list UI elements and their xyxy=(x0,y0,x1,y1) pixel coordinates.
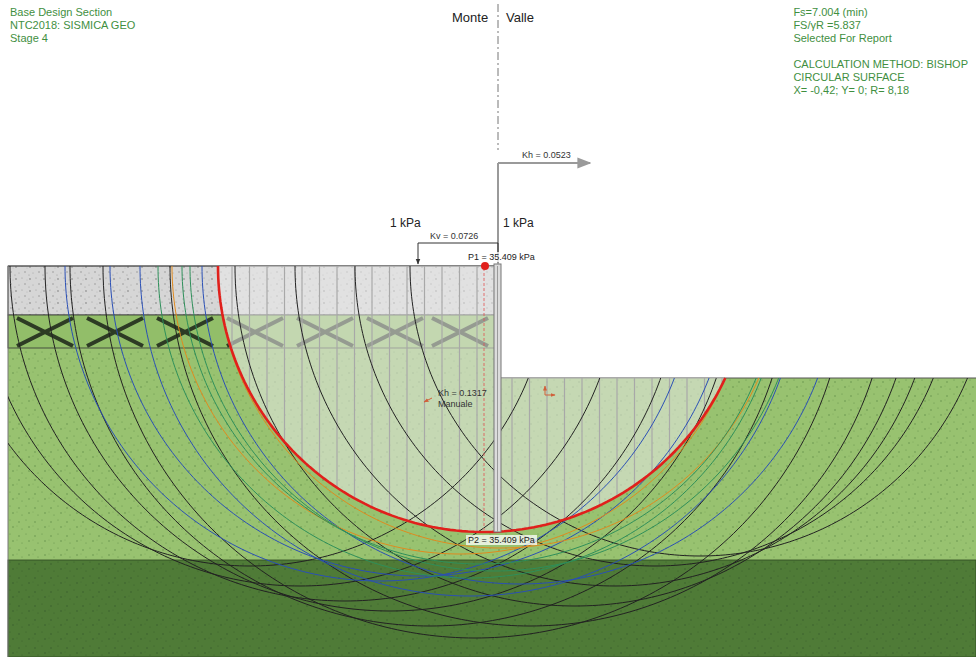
seismic-coefficient: Kv = 0.0726 xyxy=(430,231,478,241)
critical-surface xyxy=(218,266,725,532)
stage-name: Stage 4 xyxy=(10,32,48,45)
soil-layers xyxy=(8,266,976,657)
centre-line xyxy=(484,268,485,530)
load-case: NTC2018: SISMICA GEO xyxy=(10,19,135,32)
trial-surfaces xyxy=(0,266,976,638)
surface-type: CIRCULAR SURFACE xyxy=(793,71,904,84)
axis-line xyxy=(498,4,499,150)
load-value: 1 kPa xyxy=(503,217,534,231)
safety-factor: Fs=7.004 (min) xyxy=(793,6,867,19)
retaining-wall xyxy=(494,264,501,532)
report-note: Selected For Report xyxy=(793,32,891,45)
pressure-value: P1 = 35.409 kPa xyxy=(466,252,537,262)
pressure-value: P2 = 35.409 kPa xyxy=(466,535,537,545)
side-name: Monte xyxy=(452,11,488,26)
load-value: 1 kPa xyxy=(390,217,421,231)
seismic-coefficient: Kh = 0.1317 xyxy=(438,388,487,398)
safety-factor: FS/γR =5.837 xyxy=(793,19,861,32)
seismic-mode: Manuale xyxy=(438,399,473,409)
seismic-coefficient: Kh = 0.0523 xyxy=(522,150,571,160)
surface-geometry: X= -0,42; Y= 0; R= 8,18 xyxy=(793,84,909,97)
method-note: CALCULATION METHOD: BISHOP xyxy=(793,58,968,71)
section-title: Base Design Section xyxy=(10,6,112,19)
side-name: Valle xyxy=(506,11,534,26)
sliding-mass xyxy=(218,266,725,532)
seismic-arrow xyxy=(498,163,590,264)
point-marker xyxy=(481,262,489,270)
